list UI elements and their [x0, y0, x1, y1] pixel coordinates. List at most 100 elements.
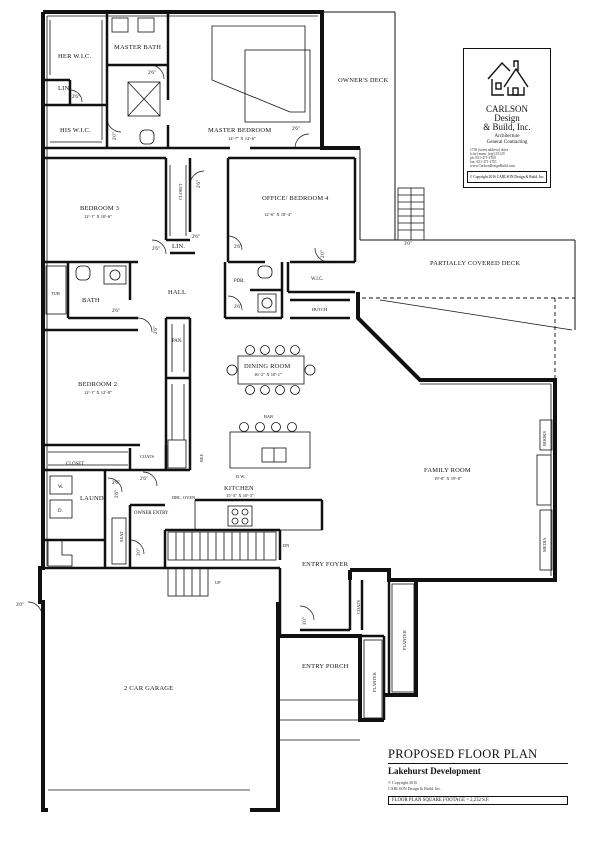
label-her-wic: HER W.I.C.: [58, 53, 92, 60]
dryer: [49, 499, 73, 519]
door-label: 2'6": [148, 71, 156, 76]
door-label: 2'6": [292, 127, 300, 132]
plan-title: PROPOSED FLOOR PLAN: [388, 747, 538, 761]
logo-contact-4: fax: 651-471-2701: [470, 160, 497, 164]
interior-walls: [43, 14, 391, 720]
kitchen-island: [229, 431, 311, 469]
label-closet: CLOSET: [178, 183, 183, 200]
door-label: 3'0": [16, 603, 24, 608]
label-dw: D.W.: [236, 474, 245, 479]
logo-line-2: Design: [494, 113, 520, 123]
label-dbl-oven: DBL. OVEN: [172, 495, 196, 500]
toilet-pdr: [257, 265, 273, 279]
logo-contact-5: www.CarlsonDesignBuild.com: [470, 164, 515, 168]
square-footage: FLOOR PLAN SQUARE FOOTAGE = 2,232 S.F.: [388, 796, 568, 805]
label-laundry: LAUND.: [80, 495, 106, 502]
label-his-wic: HIS W.I.C.: [60, 127, 91, 134]
label-hall: HALL: [168, 289, 186, 296]
sink-2: [137, 17, 155, 33]
title-copyright-1: © Copyright 2016: [388, 780, 418, 785]
dim-master-bedroom: 14'-7" X 12'-6": [228, 136, 256, 141]
master-bed: [211, 25, 306, 113]
vanity-pdr: [257, 293, 277, 313]
fireplace: [536, 454, 552, 506]
label-washer: W.: [58, 485, 63, 490]
vanity-bath: [103, 265, 127, 285]
owners-deck-outline: [322, 11, 576, 330]
label-entry-foyer: ENTRY FOYER: [302, 561, 349, 568]
label-ref: REF.: [199, 453, 204, 462]
label-office: OFFICE/ BEDROOM 4: [262, 195, 329, 202]
toilet-bath: [75, 265, 91, 281]
door-label: 2'6": [112, 481, 120, 486]
logo-line-3: & Build, Inc.: [483, 122, 531, 132]
dim-office: 12'-6" X 10'-4": [264, 212, 292, 217]
door-label: 2'6": [140, 477, 148, 482]
toilet-master: [139, 129, 155, 145]
label-owners-deck: OWNER'S DECK: [338, 77, 388, 84]
label-owner-entry: OWNER ENTRY: [134, 511, 169, 516]
label-wic: W.I.C.: [311, 277, 323, 282]
logo-copyright: © Copyright 2016 CARLSON Design & Build,…: [467, 171, 547, 183]
cooktop: [227, 505, 253, 527]
plan-subtitle: Lakehurst Development: [388, 766, 481, 776]
label-master-bedroom: MASTER BEDROOM: [208, 127, 271, 134]
door-label: 2'6": [192, 235, 200, 240]
logo-line-1: CARLSON: [485, 104, 528, 114]
label-master-bath: MASTER BATH: [114, 44, 161, 51]
dim-bedroom-2: 12'-1" X 12'-8": [84, 390, 112, 395]
main-stairs: [167, 531, 277, 597]
fridge: [167, 439, 187, 469]
label-bedroom-3: BEDROOM 3: [80, 205, 119, 212]
kitchen-counter: [194, 499, 323, 531]
dim-bedroom-3: 12'-1" X 10'-6": [84, 214, 112, 219]
door-label: 3'0": [303, 617, 308, 625]
label-tub: TUB: [51, 291, 60, 296]
label-bar: BAR: [264, 414, 273, 419]
label-hutch: HUTCH: [312, 307, 328, 312]
label-closet-2: CLOSET: [66, 462, 84, 467]
label-seat: SEAT: [119, 531, 124, 542]
label-bedroom-2: BEDROOM 2: [78, 381, 117, 388]
title-block: PROPOSED FLOOR PLAN Lakehurst Developmen…: [388, 747, 578, 817]
label-dining-room: DINING ROOM: [244, 363, 290, 370]
label-bath: BATH: [82, 297, 100, 304]
label-stairs-up: UP: [215, 580, 221, 585]
label-family-room: FAMILY ROOM: [424, 467, 471, 474]
door-label: 3'0": [137, 548, 142, 556]
washer: [49, 475, 73, 495]
door-swings: [27, 64, 330, 621]
label-stairs-down: DN: [283, 543, 290, 548]
label-planter-1: PLANTER: [402, 630, 407, 650]
label-coats-2: COATS: [356, 600, 361, 614]
logo-line-4: Architecture: [494, 134, 520, 139]
door-label: 2'6": [152, 247, 160, 252]
dim-family-room: 19'-8" X 19'-0": [434, 476, 462, 481]
media-cabinet: [539, 509, 553, 571]
room-labels: HER W.I.C. MASTER BATH LIN. HIS W.I.C. M…: [51, 44, 547, 692]
logo-contact-3: ph: 651-471-2700: [470, 156, 496, 160]
tub: [45, 265, 67, 315]
bench-seat: [111, 517, 127, 565]
label-pantry: PAN.: [172, 339, 182, 344]
label-garage: 2 CAR GARAGE: [124, 685, 173, 692]
door-label: 2'6": [234, 305, 242, 310]
label-linen-2: LIN.: [172, 243, 185, 250]
logo-contact-1: 1730 (street address) drive: [470, 148, 509, 152]
planter-box-2: [363, 639, 383, 719]
shower: [127, 81, 161, 117]
door-label: 2'6": [72, 95, 80, 100]
fixtures: [45, 17, 573, 791]
label-partially-covered-deck: PARTIALLY COVERED DECK: [430, 260, 520, 267]
label-dryer: D.: [58, 509, 63, 514]
planter-box-1: [391, 583, 415, 693]
door-label: 2'6": [197, 180, 202, 188]
dim-kitchen: 15'-3" X 10'-3": [226, 493, 254, 498]
logo-line-5: General Contracting: [486, 140, 528, 145]
label-coats-1: COATS: [140, 454, 154, 459]
house-logo-icon: [487, 60, 529, 96]
logo-contact-2: (city) minn. (zip) 55129: [470, 152, 505, 156]
dim-dining-room: 16'-2" X 10'-1": [254, 372, 282, 377]
dining-table: [237, 355, 305, 385]
